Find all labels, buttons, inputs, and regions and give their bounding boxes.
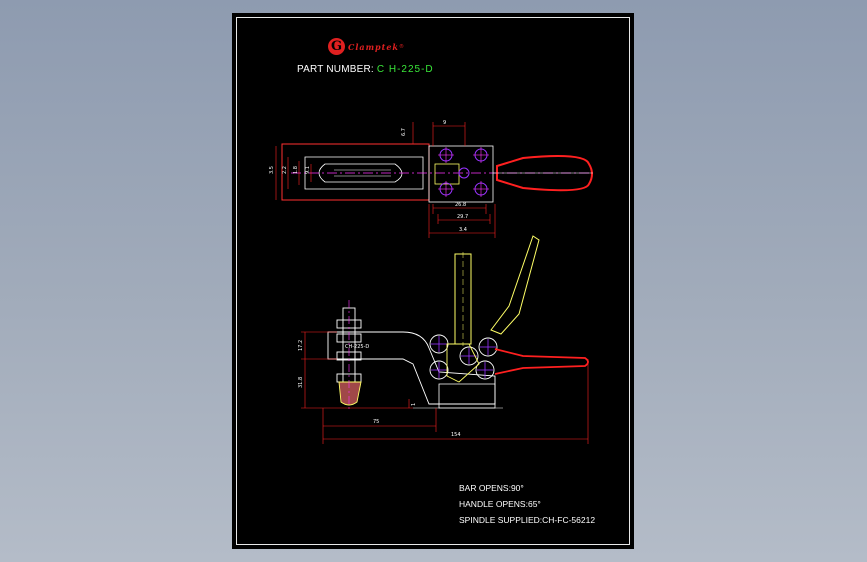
cad-drawing: 9 6.7 26.8 29.7 3.4 3.5 2.2 1.8 9.1 CH-2… [269,120,593,444]
part-number-line: PART NUMBER:C H-225-D [297,64,434,75]
dim-left-inner: 9.1 [305,166,311,174]
logo-text: Clamptek [348,41,399,52]
note-spindle-supplied: SPINDLE SUPPLIED:CH-FC-56212 [459,515,596,525]
note-bar-opens: BAR OPENS:90° [459,483,524,493]
drawing-sheet: G Clamptek ® PART NUMBER:C H-225-D [232,13,634,549]
logo-mark: G [328,38,345,55]
dim-left-mid2: 1.8 [293,166,299,174]
part-number-label: PART NUMBER: [297,64,374,75]
drawing-frame [236,17,630,545]
brand-logo: G Clamptek ® [328,38,404,55]
dim-side-lower: 31.8 [298,377,304,388]
dim-side-upper: 17.2 [298,340,304,351]
top-view: 9 6.7 26.8 29.7 3.4 3.5 2.2 1.8 9.1 [269,120,593,238]
note-handle-opens: HANDLE OPENS:65° [459,499,541,509]
drawing-notes: BAR OPENS:90° HANDLE OPENS:65° SPINDLE S… [459,480,595,528]
logo-reg: ® [398,43,404,50]
dim-overall-b: 3.4 [459,227,467,233]
dim-length-total: 154 [451,432,461,438]
dim-left-outer: 3.5 [269,166,275,174]
side-view: CH-225-D [298,235,589,444]
part-number-value: C H-225-D [376,64,434,75]
dim-inner-b: 29.7 [457,214,468,220]
body-part-label: CH-225-D [345,344,369,350]
dim-top-width: 9 [443,120,446,126]
dim-length-a: 75 [373,419,379,425]
dim-top-height: 6.7 [401,128,407,136]
dim-small-h: 1 [411,403,417,406]
dim-left-mid: 2.2 [282,166,288,174]
dim-inner-a: 26.8 [455,202,466,208]
